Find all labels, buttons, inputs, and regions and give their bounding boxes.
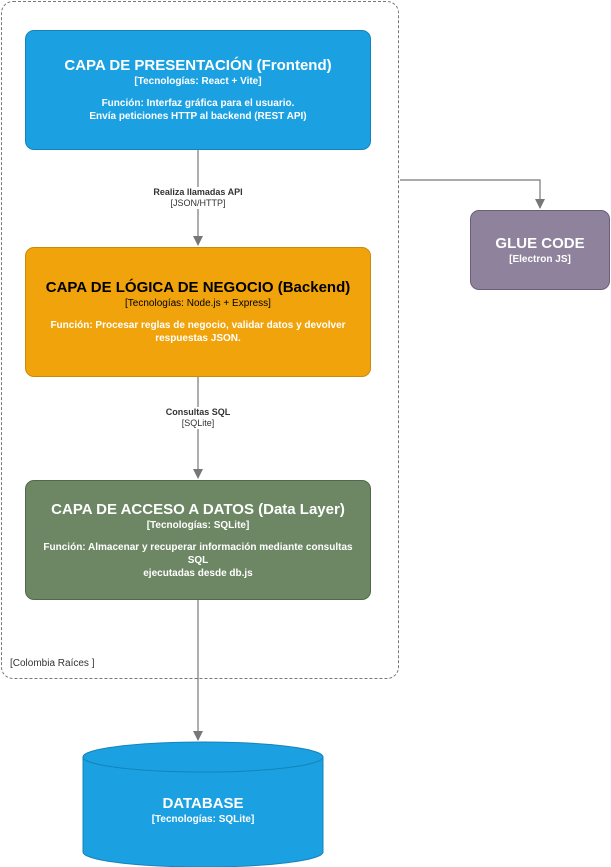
frontend-function-line: Envía peticiones HTTP al backend (REST A… (89, 111, 307, 122)
system-boundary (1, 1, 399, 679)
backend-function: Función: Procesar reglas de negocio, val… (44, 319, 351, 345)
database-cylinder (82, 741, 324, 867)
backend-container[interactable]: CAPA DE LÓGICA DE NEGOCIO (Backend) [Tec… (25, 247, 371, 377)
database-label: DATABASE [Tecnologías: SQLite] (83, 795, 323, 825)
edge-label-sql-text: Consultas SQL (165, 407, 231, 417)
backend-tech: [Tecnologías: Node.js + Express] (125, 298, 271, 309)
glue-code-container[interactable]: GLUE CODE [Electron JS] (470, 210, 610, 290)
edge-label-api: Realiza llamadas API [JSON/HTTP] (138, 187, 258, 209)
datalayer-tech: [Tecnologías: SQLite] (146, 519, 250, 531)
datalayer-container[interactable]: CAPA DE ACCESO A DATOS (Data Layer) [Tec… (25, 480, 371, 600)
datalayer-title: CAPA DE ACCESO A DATOS (Data Layer) (51, 500, 345, 518)
datalayer-function-line: ejecutadas desde db.js (143, 567, 253, 579)
backend-title: CAPA DE LÓGICA DE NEGOCIO (Backend) (45, 279, 351, 296)
backend-function-line: Función: Procesar reglas de negocio, val… (50, 320, 346, 331)
edge-label-api-tech: [JSON/HTTP] (170, 198, 226, 208)
glue-title: GLUE CODE (495, 235, 585, 252)
boundary-label: [Colombia Raíces ] (10, 658, 95, 669)
database-title: DATABASE (162, 795, 244, 812)
datalayer-function: Función: Almacenar y recuperar informaci… (26, 541, 370, 580)
backend-function-line: respuestas JSON. (155, 333, 241, 344)
glue-tech: [Electron JS] (509, 254, 571, 265)
arrow-boundary-to-glue (400, 179, 545, 209)
database-tech: [Tecnologías: SQLite] (151, 814, 255, 825)
edge-label-sql-tech: [SQLite] (181, 418, 215, 428)
frontend-function-line: Función: Interfaz gráfica para el usuari… (101, 98, 295, 109)
frontend-title: CAPA DE PRESENTACIÓN (Frontend) (64, 57, 332, 74)
datalayer-function-line: Función: Almacenar y recuperar informaci… (43, 541, 353, 566)
edge-label-api-text: Realiza llamadas API (153, 187, 243, 197)
frontend-tech: [Tecnologías: React + Vite] (134, 76, 262, 87)
edge-label-sql: Consultas SQL [SQLite] (148, 407, 248, 429)
frontend-function: Función: Interfaz gráfica para el usuari… (83, 97, 312, 123)
frontend-container[interactable]: CAPA DE PRESENTACIÓN (Frontend) [Tecnolo… (25, 30, 371, 150)
